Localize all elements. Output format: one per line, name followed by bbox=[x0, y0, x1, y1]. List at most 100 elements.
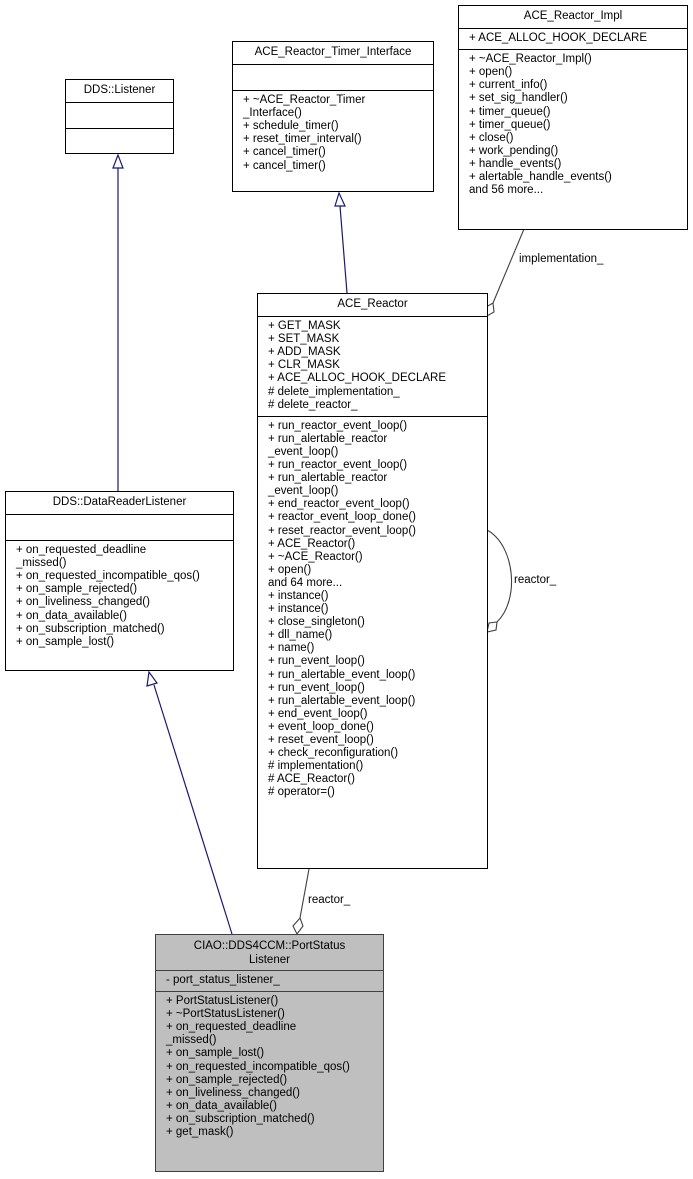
association-edge-reactor-member bbox=[292, 868, 310, 936]
method-row: + run_alertable_reactor bbox=[268, 432, 388, 445]
method-row: + reactor_event_loop_done() bbox=[268, 511, 417, 524]
inheritance-edge-datareaderlistener-listener bbox=[112, 153, 124, 491]
method-row: + timer_queue() bbox=[469, 118, 551, 131]
method-row: _event_loop() bbox=[268, 485, 339, 498]
edge-label-reactor-member: reactor_ bbox=[308, 894, 351, 906]
method-row: + on_data_available() bbox=[16, 609, 127, 622]
method-row: + run_event_loop() bbox=[268, 655, 365, 668]
class-title: ACE_Reactor bbox=[258, 294, 487, 318]
method-row: + event_loop_done() bbox=[268, 720, 374, 733]
method-row: + run_reactor_event_loop() bbox=[268, 419, 408, 432]
method-row: + ACE_Reactor() bbox=[268, 537, 356, 550]
method-row: + work_pending() bbox=[469, 144, 559, 157]
method-row: _Interface() bbox=[243, 107, 302, 120]
method-row: + on_requested_incompatible_qos() bbox=[16, 570, 200, 583]
method-row: _missed() bbox=[166, 1034, 217, 1047]
class-dds-listener[interactable]: DDS::Listener bbox=[65, 79, 174, 154]
attributes-section: + ACE_ALLOC_HOOK_DECLARE bbox=[459, 29, 687, 51]
class-title: ACE_Reactor_Timer_Interface bbox=[233, 42, 433, 66]
method-row: + alertable_handle_events() bbox=[469, 171, 612, 184]
class-ace-reactor-impl[interactable]: ACE_Reactor_Impl + ACE_ALLOC_HOOK_DECLAR… bbox=[458, 5, 688, 230]
class-port-status-listener[interactable]: CIAO::DDS4CCM::PortStatus Listener - por… bbox=[155, 934, 384, 1172]
methods-section: + ~ACE_Reactor_Impl() + open() + current… bbox=[459, 50, 687, 201]
method-row: + cancel_timer() bbox=[243, 159, 326, 172]
attributes-section bbox=[6, 515, 233, 542]
method-row: + on_liveliness_changed() bbox=[166, 1086, 300, 1099]
method-row: + end_reactor_event_loop() bbox=[268, 498, 410, 511]
attribute-row: # delete_reactor_ bbox=[268, 398, 358, 411]
methods-section: + PortStatusListener()+ ~PortStatusListe… bbox=[156, 992, 383, 1143]
method-row: + schedule_timer() bbox=[243, 120, 339, 133]
method-row: + ~ACE_Reactor_Timer bbox=[243, 94, 366, 107]
method-row: + name() bbox=[268, 642, 315, 655]
attributes-section bbox=[233, 65, 433, 92]
class-title: DDS::Listener bbox=[66, 80, 173, 104]
inheritance-edge-portstatus-datareaderlistener bbox=[146, 670, 233, 935]
method-row: + run_reactor_event_loop() bbox=[268, 459, 408, 472]
attributes-section: - port_status_listener_ bbox=[156, 971, 383, 993]
inheritance-edge-reactor-timer-interface bbox=[334, 191, 348, 294]
method-row: + check_reconfiguration() bbox=[268, 747, 399, 760]
method-row: _event_loop() bbox=[268, 445, 339, 458]
methods-section: + run_reactor_event_loop()+ run_alertabl… bbox=[258, 417, 487, 804]
method-row: + on_sample_lost() bbox=[16, 635, 115, 648]
class-title: CIAO::DDS4CCM::PortStatus Listener bbox=[156, 935, 383, 971]
method-row: + run_alertable_event_loop() bbox=[268, 694, 416, 707]
method-row: + close_singleton() bbox=[268, 616, 365, 629]
class-dds-datareaderlistener[interactable]: DDS::DataReaderListener + on_requested_d… bbox=[5, 491, 234, 671]
method-row: + current_info() bbox=[469, 79, 548, 92]
method-row: + PortStatusListener() bbox=[166, 995, 279, 1008]
association-edge-reactor-self bbox=[486, 529, 513, 633]
method-row: # implementation() bbox=[268, 760, 364, 773]
attribute-row: + ADD_MASK bbox=[268, 346, 341, 359]
method-row: + on_requested_deadline bbox=[16, 544, 147, 557]
method-row: + open() bbox=[268, 563, 312, 576]
method-row: + ~ACE_Reactor() bbox=[268, 550, 363, 563]
method-row: + on_subscription_matched() bbox=[16, 622, 165, 635]
attributes-section bbox=[66, 103, 173, 130]
class-ace-reactor[interactable]: ACE_Reactor + GET_MASK + SET_MASK + ADD_… bbox=[257, 293, 488, 869]
attribute-row: + ACE_ALLOC_HOOK_DECLARE bbox=[469, 32, 648, 45]
method-row: + end_event_loop() bbox=[268, 707, 368, 720]
method-row: + dll_name() bbox=[268, 629, 333, 642]
edge-label-reactor-self: reactor_ bbox=[514, 574, 557, 586]
methods-section bbox=[66, 129, 173, 155]
attribute-row: + ACE_ALLOC_HOOK_DECLARE bbox=[268, 372, 447, 385]
more-methods-link[interactable]: and 56 more... bbox=[469, 184, 544, 197]
method-row: # operator=() bbox=[268, 786, 335, 799]
method-row: + on_requested_deadline bbox=[166, 1021, 297, 1034]
method-row: + instance() bbox=[268, 589, 329, 602]
methods-section: + ~ACE_Reactor_Timer _Interface() + sche… bbox=[233, 91, 433, 177]
method-row: + on_liveliness_changed() bbox=[16, 596, 150, 609]
method-row: + handle_events() bbox=[469, 157, 562, 170]
method-row: + reset_timer_interval() bbox=[243, 133, 362, 146]
edge-label-implementation: implementation_ bbox=[519, 253, 604, 265]
attribute-row: + CLR_MASK bbox=[268, 359, 340, 372]
method-row: + on_subscription_matched() bbox=[166, 1112, 315, 1125]
method-row: # ACE_Reactor() bbox=[268, 773, 355, 786]
attribute-row: # delete_implementation_ bbox=[268, 385, 400, 398]
methods-section: + on_requested_deadline_missed()+ on_req… bbox=[6, 541, 233, 653]
method-row: + ~ACE_Reactor_Impl() bbox=[469, 53, 592, 66]
method-row: + reset_event_loop() bbox=[268, 734, 374, 746]
class-title: ACE_Reactor_Impl bbox=[459, 6, 687, 30]
method-row: _missed() bbox=[16, 557, 67, 570]
method-row: + on_requested_incompatible_qos() bbox=[166, 1060, 350, 1073]
method-row: + on_sample_lost() bbox=[166, 1047, 265, 1060]
association-edge-implementation bbox=[485, 228, 525, 317]
attribute-row: + GET_MASK bbox=[268, 320, 341, 333]
method-row: + get_mask() bbox=[166, 1126, 234, 1139]
method-row: + run_event_loop() bbox=[268, 681, 365, 694]
method-row: + on_sample_rejected() bbox=[16, 583, 138, 596]
class-ace-reactor-timer-interface[interactable]: ACE_Reactor_Timer_Interface + ~ACE_React… bbox=[232, 41, 434, 192]
more-methods-link[interactable]: and 64 more... bbox=[268, 576, 343, 589]
method-row: + set_sig_handler() bbox=[469, 92, 568, 105]
attributes-section: + GET_MASK + SET_MASK + ADD_MASK + CLR_M… bbox=[258, 317, 487, 417]
attribute-row: - port_status_listener_ bbox=[166, 974, 280, 986]
class-title: DDS::DataReaderListener bbox=[6, 492, 233, 516]
method-row: + open() bbox=[469, 66, 513, 79]
method-row: + run_alertable_event_loop() bbox=[268, 668, 416, 681]
method-row: + on_sample_rejected() bbox=[166, 1073, 288, 1086]
method-row: + instance() bbox=[268, 603, 329, 616]
